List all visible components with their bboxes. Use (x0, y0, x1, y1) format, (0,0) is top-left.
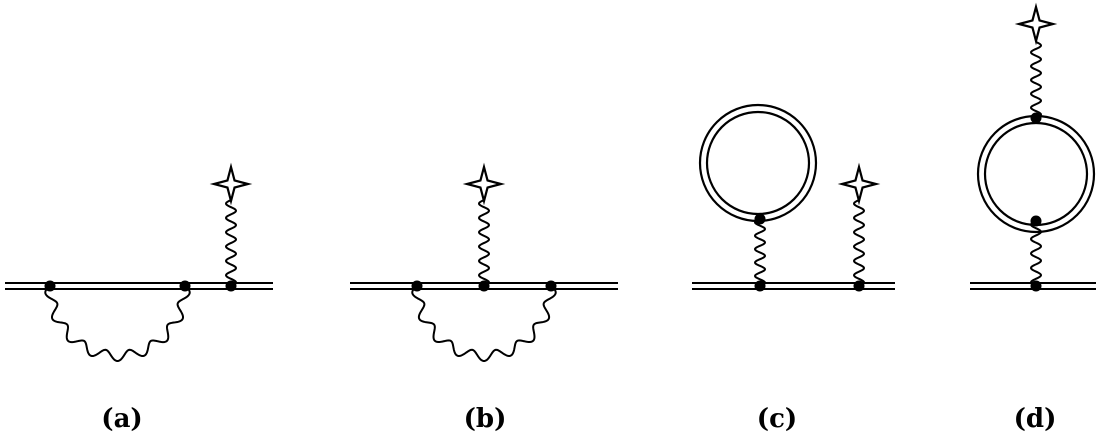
external-source-star (837, 162, 881, 206)
photon-loop (44, 285, 191, 363)
vertex-middle (478, 280, 490, 292)
vertex-line-right (853, 280, 865, 292)
caption-a: (a) (101, 404, 142, 434)
vertex-loop (754, 213, 766, 225)
caption-c: (c) (757, 404, 797, 434)
vertex-loop-bottom (1030, 215, 1042, 227)
panel-b (350, 162, 618, 363)
external-source-star (1014, 2, 1058, 46)
vacuum-loop (976, 114, 1096, 234)
external-photon (477, 199, 491, 287)
fermion-line (692, 282, 895, 290)
vertex-line-left (754, 280, 766, 292)
external-photon (1029, 41, 1043, 119)
vertex-middle (179, 280, 191, 292)
vacuum-loop (698, 103, 818, 223)
vacuum-loop-inner (705, 110, 811, 216)
external-source-star (462, 162, 506, 206)
caption-b: (b) (464, 404, 507, 434)
vacuum-loop-outer (698, 103, 818, 223)
vacuum-loop-outer (976, 114, 1096, 234)
external-photon (224, 199, 238, 287)
external-source-star (209, 162, 253, 206)
vertex-left (411, 280, 423, 292)
vertex-loop-top (1030, 112, 1042, 124)
tadpole-photon (1029, 220, 1043, 287)
vertex-right (545, 280, 557, 292)
vertex-left (44, 280, 56, 292)
panel-d (970, 2, 1096, 292)
vacuum-loop-inner (983, 121, 1089, 227)
caption-d: (d) (1014, 404, 1057, 434)
vertex-line (1030, 280, 1042, 292)
vertex-right (225, 280, 237, 292)
external-photon (852, 199, 866, 287)
panel-a (5, 162, 273, 363)
tadpole-photon (753, 218, 767, 287)
panel-c (692, 103, 895, 292)
photon-loop (411, 285, 557, 363)
